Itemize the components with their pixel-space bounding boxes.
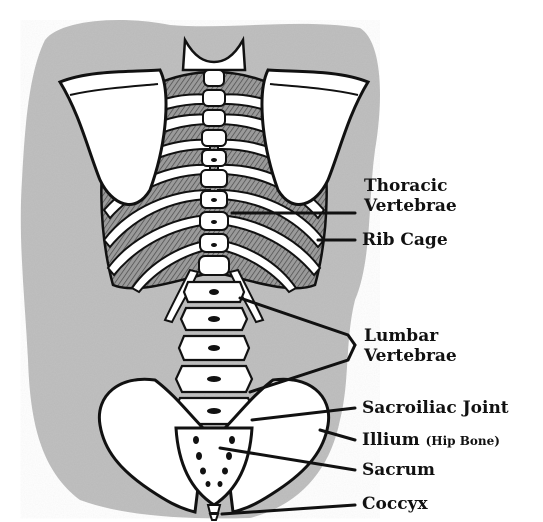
label-lumbar-line2: Vertebrae [364,346,457,366]
label-lumbar-line1: Lumbar [364,326,457,346]
label-coccyx: Coccyx [362,494,428,514]
label-thoracic-line1: Thoracic [364,176,457,196]
label-lumbar: Lumbar Vertebrae [364,326,457,366]
label-illium: Illium (Hip Bone) [362,430,500,451]
thoracic-vertebrae [199,70,229,275]
label-thoracic-line2: Vertebrae [364,196,457,216]
label-rib-cage: Rib Cage [362,230,448,250]
label-sacroiliac: Sacroiliac Joint [362,398,509,418]
label-illium-note: (Hip Bone) [426,434,500,448]
label-illium-main: Illium [362,430,420,450]
label-thoracic: Thoracic Vertebrae [364,176,457,216]
label-sacrum: Sacrum [362,460,435,480]
